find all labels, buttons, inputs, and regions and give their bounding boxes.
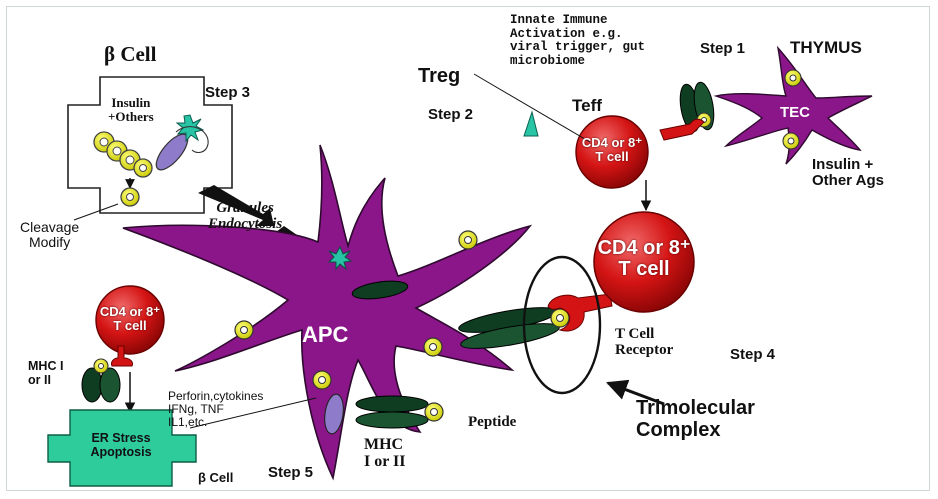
diagram-frame bbox=[6, 6, 930, 491]
er-stress-box bbox=[47, 409, 197, 487]
tcr-label: T Cell Receptor bbox=[615, 326, 674, 359]
t-cell-large-label: CD4 or 8⁺ T cell bbox=[597, 237, 691, 280]
beta-cell-title: β Cell bbox=[104, 42, 157, 66]
thymus-label: THYMUS bbox=[790, 38, 862, 57]
tec-granules bbox=[782, 69, 802, 150]
mhc-peptide-bottom bbox=[355, 395, 444, 429]
trimolecular-label: Trimolecular Complex bbox=[636, 397, 755, 441]
tcr-receptor bbox=[547, 293, 613, 332]
step5-label: Step 5 bbox=[268, 464, 314, 481]
t-cell-small bbox=[575, 115, 649, 189]
mhc-left-label: MHC I or II bbox=[28, 359, 64, 387]
step1-label: Step 1 bbox=[700, 40, 746, 57]
t-cell-left bbox=[95, 285, 165, 355]
granules-arrow-icon bbox=[198, 185, 274, 226]
peptide-label: Peptide bbox=[468, 414, 517, 430]
perforin-pointer bbox=[189, 397, 317, 429]
thymus-tcr bbox=[659, 118, 705, 141]
synapse-peptide bbox=[550, 308, 570, 328]
left-mhc bbox=[81, 358, 121, 403]
tec-cell-body bbox=[713, 45, 873, 165]
step3-label: Step 3 bbox=[205, 84, 251, 101]
beta-cell-outline bbox=[67, 76, 233, 214]
trimolecular-arrow bbox=[606, 379, 665, 406]
star-antigen-icon bbox=[175, 114, 205, 143]
insulin-granules-chain bbox=[93, 131, 153, 178]
treg-label: Treg bbox=[418, 65, 461, 87]
left-tcr bbox=[111, 345, 133, 367]
cleavage-pointer bbox=[73, 203, 119, 221]
apc-vesicle bbox=[324, 393, 344, 435]
trimolecular-complex-ring bbox=[522, 255, 602, 395]
er-stress-label: ER Stress Apoptosis bbox=[90, 431, 152, 459]
mhc-bottom-label: MHC I or II bbox=[364, 436, 406, 471]
treg-wedge-icon bbox=[523, 110, 539, 137]
granules-label: Granules Endocytosis bbox=[208, 200, 283, 233]
cleaved-granule bbox=[120, 187, 140, 207]
insulin-others-label: Insulin +Others bbox=[108, 95, 154, 125]
tec-label: TEC bbox=[780, 104, 810, 121]
innate-activation-label: Innate Immune Activation e.g. viral trig… bbox=[510, 13, 646, 68]
t-cell-small-label: CD4 or 8⁺ T cell bbox=[581, 135, 643, 164]
perforin-label: Perforin,cytokines IFNg, TNF IL1,etc. bbox=[168, 389, 264, 429]
insulin-ags-label: Insulin + Other Ags bbox=[812, 156, 884, 190]
t-cell-left-label: CD4 or 8⁺ T cell bbox=[99, 304, 161, 333]
vesicle-curve bbox=[175, 126, 209, 154]
beta-cell-bottom-label: β Cell bbox=[198, 470, 234, 485]
step4-label: Step 4 bbox=[730, 346, 776, 363]
teff-label: Teff bbox=[572, 96, 602, 115]
mhc-at-synapse bbox=[458, 307, 560, 349]
t-cell-large bbox=[593, 211, 695, 313]
apc-granules bbox=[234, 230, 478, 390]
cleavage-label: Cleavage Modify bbox=[20, 219, 80, 251]
treg-pointer-line bbox=[473, 73, 591, 143]
apc-star-antigen-icon bbox=[327, 245, 353, 271]
apc-mhc-internal bbox=[351, 280, 409, 300]
apc-label: APC bbox=[302, 322, 349, 347]
step2-label: Step 2 bbox=[428, 106, 474, 123]
